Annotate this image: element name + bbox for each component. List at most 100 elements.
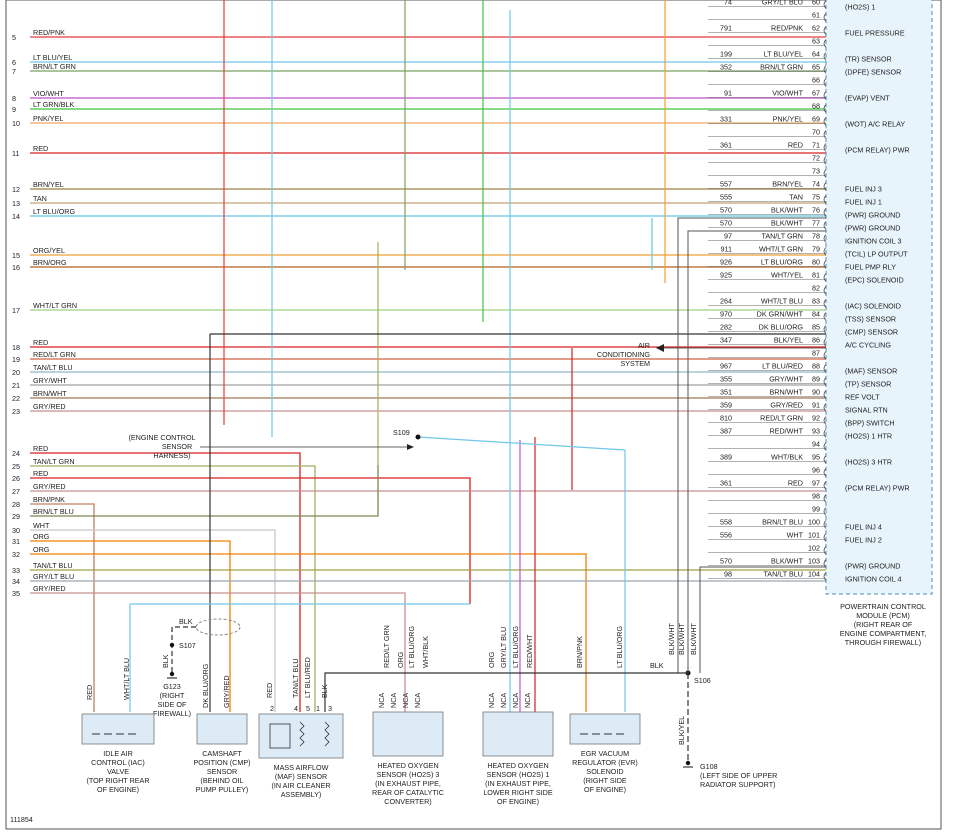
left-wire-label: RED/PNK [33,28,65,37]
pcm-circuit-number: 98 [724,570,732,579]
component-label-line: SENSOR (HO2S) 1 [487,770,550,779]
nca-label: NCA [401,693,410,708]
component-label-line: LOWER RIGHT SIDE [483,788,553,797]
pin-socket-icon [823,442,827,451]
pcm-pin-number: 91 [812,401,820,410]
pin-socket-icon [823,416,827,425]
pcm-label-line: POWERTRAIN CONTROL [840,602,926,611]
ground-dot-icon [169,671,175,677]
left-wire-label: RED [33,444,48,453]
pcm-circuit-number: 389 [720,453,732,462]
pcm-pin-function: REF VOLT [845,393,880,402]
wire-trace [30,529,276,712]
wire-label: GRY/LT BLU [499,627,508,668]
component-label-line: POSITION (CMP) [193,758,250,767]
pcm-pin-number: 77 [812,219,820,228]
ac-system-callout: AIR CONDITIONING SYSTEM [597,341,826,368]
component-label-line: ASSEMBLY) [281,790,322,799]
left-wire-number: 15 [12,251,20,260]
component-label-line: IDLE AIR [103,749,133,758]
pin-socket-icon [823,273,827,282]
left-wire-label: BRN/LT GRN [33,62,76,71]
left-wire-label: ORG [33,545,50,554]
harness-arrow-icon [407,444,414,450]
resistor-icon [269,723,291,749]
pcm-pin-number: 61 [812,11,820,20]
pcm-pin-function: FUEL PMP RLY [845,263,896,272]
pin-socket-icon [823,546,827,555]
pin-socket-icon [823,247,827,256]
left-wire-number: 21 [12,381,20,390]
pcm-pin-function: FUEL INJ 3 [845,185,882,194]
pin-socket-icon [823,208,827,217]
pcm-pin-function: (PCM RELAY) PWR [845,484,910,493]
evr-solenoid-box [569,713,641,745]
component-label-line: VALVE [107,767,129,776]
left-wire-number: 16 [12,263,20,272]
harness-label-line: (ENGINE CONTROL [128,433,195,442]
left-wire-number: 23 [12,407,20,416]
evr-solenoid: EGR VACUUM REGULATOR (EVR) SOLENOID (RIG… [569,626,641,794]
pin-socket-icon [823,182,827,191]
pcm-wire-color: LT BLU/ORG [761,258,803,267]
component-label-line: OF ENGINE) [497,797,539,806]
pcm-wire-color: BLK/WHT [771,557,804,566]
pcm-pin-number: 92 [812,414,820,423]
pcm-wire-color: TAN/LT GRN [761,232,803,241]
resistor-icon [324,721,330,747]
maf-sensor: 2 4 5 1 3 MASS AIRFLOW (MAF) SENSOR (IN … [258,657,344,799]
pcm-pin-number: 80 [812,258,820,267]
pcm-wire-color: TAN [789,193,803,202]
harness-label-line: SENSOR [162,442,192,451]
left-wire-number: 29 [12,512,20,521]
left-wire-label: BRN/YEL [33,180,64,189]
component-label-line: HEATED OXYGEN [377,761,438,770]
nca-label: NCA [389,693,398,708]
pcm-circuit-number: 570 [720,219,732,228]
pcm-pin-number: 68 [812,102,820,111]
pcm-pin-function: (TCIL) LP OUTPUT [845,250,908,259]
pin-socket-icon [823,481,827,490]
left-wire-label: PNK/YEL [33,114,63,123]
left-wire-number: 10 [12,119,20,128]
pcm-pin-function: (DPFE) SENSOR [845,68,901,77]
left-wire-number: 32 [12,550,20,559]
pcm-wire-color: RED/PNK [771,24,803,33]
resistor-icon [299,721,305,747]
left-wire-number: 8 [12,94,16,103]
pcm-pin-number: 63 [812,37,820,46]
left-wire-number: 18 [12,343,20,352]
ac-arrow-head-icon [656,344,664,352]
left-wire-label: RED/LT GRN [33,350,76,359]
pcm-pin-number: 99 [812,505,820,514]
s107-label: S107 [179,641,196,650]
pcm-wire-color: WHT/LT BLU [761,297,803,306]
left-wire-label: RED [33,338,48,347]
left-wire-number: 9 [12,105,16,114]
pin-socket-icon [823,143,827,152]
wire-label: BRN/PNK [575,636,584,668]
pcm-pin-function: (HO2S) 3 HTR [845,458,892,467]
pcm-pin-number: 93 [812,427,820,436]
maf-ground-wire [324,672,688,712]
pcm-pin-function: (CMP) SENSOR [845,328,898,337]
pin-socket-icon [823,195,827,204]
wire-label: LT BLU/ORG [615,626,624,668]
ac-label-line: CONDITIONING [597,350,651,359]
pcm-wire-color: BLK/WHT [771,219,804,228]
maf-sensor-box [258,713,344,759]
left-wire-number: 5 [12,33,16,42]
pcm-circuit-number: 74 [724,0,732,7]
pcm-circuit-number: 352 [720,63,732,72]
pin-socket-icon [823,403,827,412]
left-wire-number: 7 [12,67,16,76]
left-wire-label: TAN [33,194,47,203]
pcm-circuit-number: 199 [720,50,732,59]
left-wire-number: 13 [12,199,20,208]
pcm-circuit-number: 556 [720,531,732,540]
wire-label: DK BLU/ORG [201,663,210,708]
ground-wire [699,566,826,673]
